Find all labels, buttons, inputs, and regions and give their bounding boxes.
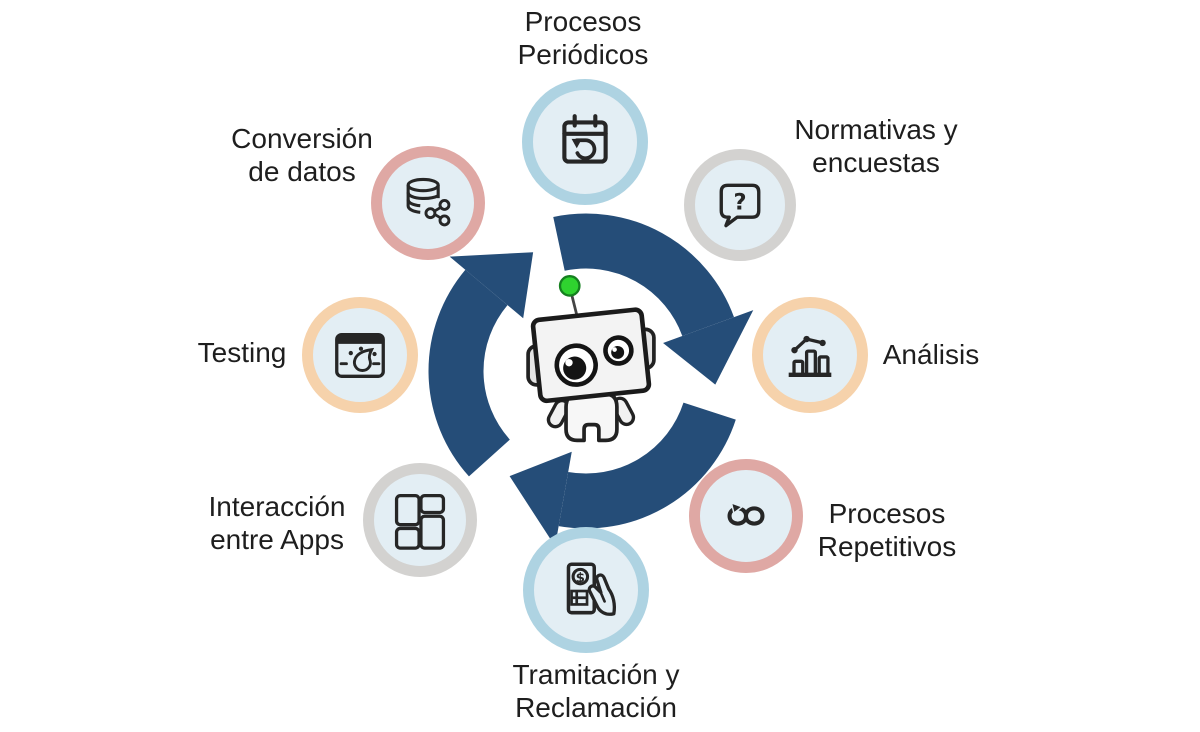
label-line: Conversión <box>231 123 373 154</box>
node-tramitacion-reclamacion: $ <box>523 527 649 653</box>
infinity-arrow-icon <box>727 501 765 526</box>
app-grid-icon <box>394 493 446 550</box>
node-procesos-repetitivos <box>689 459 803 573</box>
label-line: Procesos <box>828 498 946 529</box>
label-line: de datos <box>248 156 356 187</box>
label-testing: Testing <box>198 336 287 369</box>
bar-line-chart-icon <box>788 335 832 378</box>
node-testing <box>302 297 418 413</box>
label-line: encuestas <box>812 147 940 178</box>
label-line: Repetitivos <box>817 531 957 562</box>
label-line: entre Apps <box>210 524 344 555</box>
label-interaccion-apps: Interacción entre Apps <box>209 490 346 556</box>
label-line: Reclamación <box>515 692 677 723</box>
label-line: Procesos <box>524 6 642 37</box>
label-line: Testing <box>197 337 287 368</box>
label-procesos-periodicos: Procesos Periódicos <box>518 5 649 71</box>
invoice-hand-icon: $ <box>566 562 616 616</box>
label-line: Tramitación y <box>512 659 680 690</box>
label-tramitacion-reclamacion: Tramitación y Reclamación <box>512 658 679 724</box>
database-share-icon <box>406 177 451 227</box>
label-normativas-encuestas: Normativas y encuestas <box>794 113 957 179</box>
label-line: Normativas y <box>794 114 958 145</box>
label-conversion-datos: Conversión de datos <box>231 122 373 188</box>
svg-text:$: $ <box>576 571 585 586</box>
antenna-ball <box>558 275 581 297</box>
cycle-arrows-icon <box>428 213 754 547</box>
robot-mascot-icon <box>526 275 656 443</box>
browser-gauge-icon <box>335 333 385 378</box>
calendar-sync-icon <box>562 114 608 164</box>
label-line: Análisis <box>882 339 980 370</box>
node-conversion-datos <box>371 146 485 260</box>
node-analisis <box>752 297 868 413</box>
node-procesos-periodicos <box>522 79 648 205</box>
node-normativas-encuestas: ? <box>684 149 796 261</box>
label-line: Periódicos <box>517 39 649 70</box>
svg-text:?: ? <box>733 190 746 216</box>
label-line: Interacción <box>208 491 346 522</box>
node-interaccion-apps <box>363 463 477 577</box>
label-procesos-repetitivos: Procesos Repetitivos <box>818 497 957 563</box>
question-bubble-icon: ? <box>719 183 761 228</box>
label-analisis: Análisis <box>883 338 979 371</box>
